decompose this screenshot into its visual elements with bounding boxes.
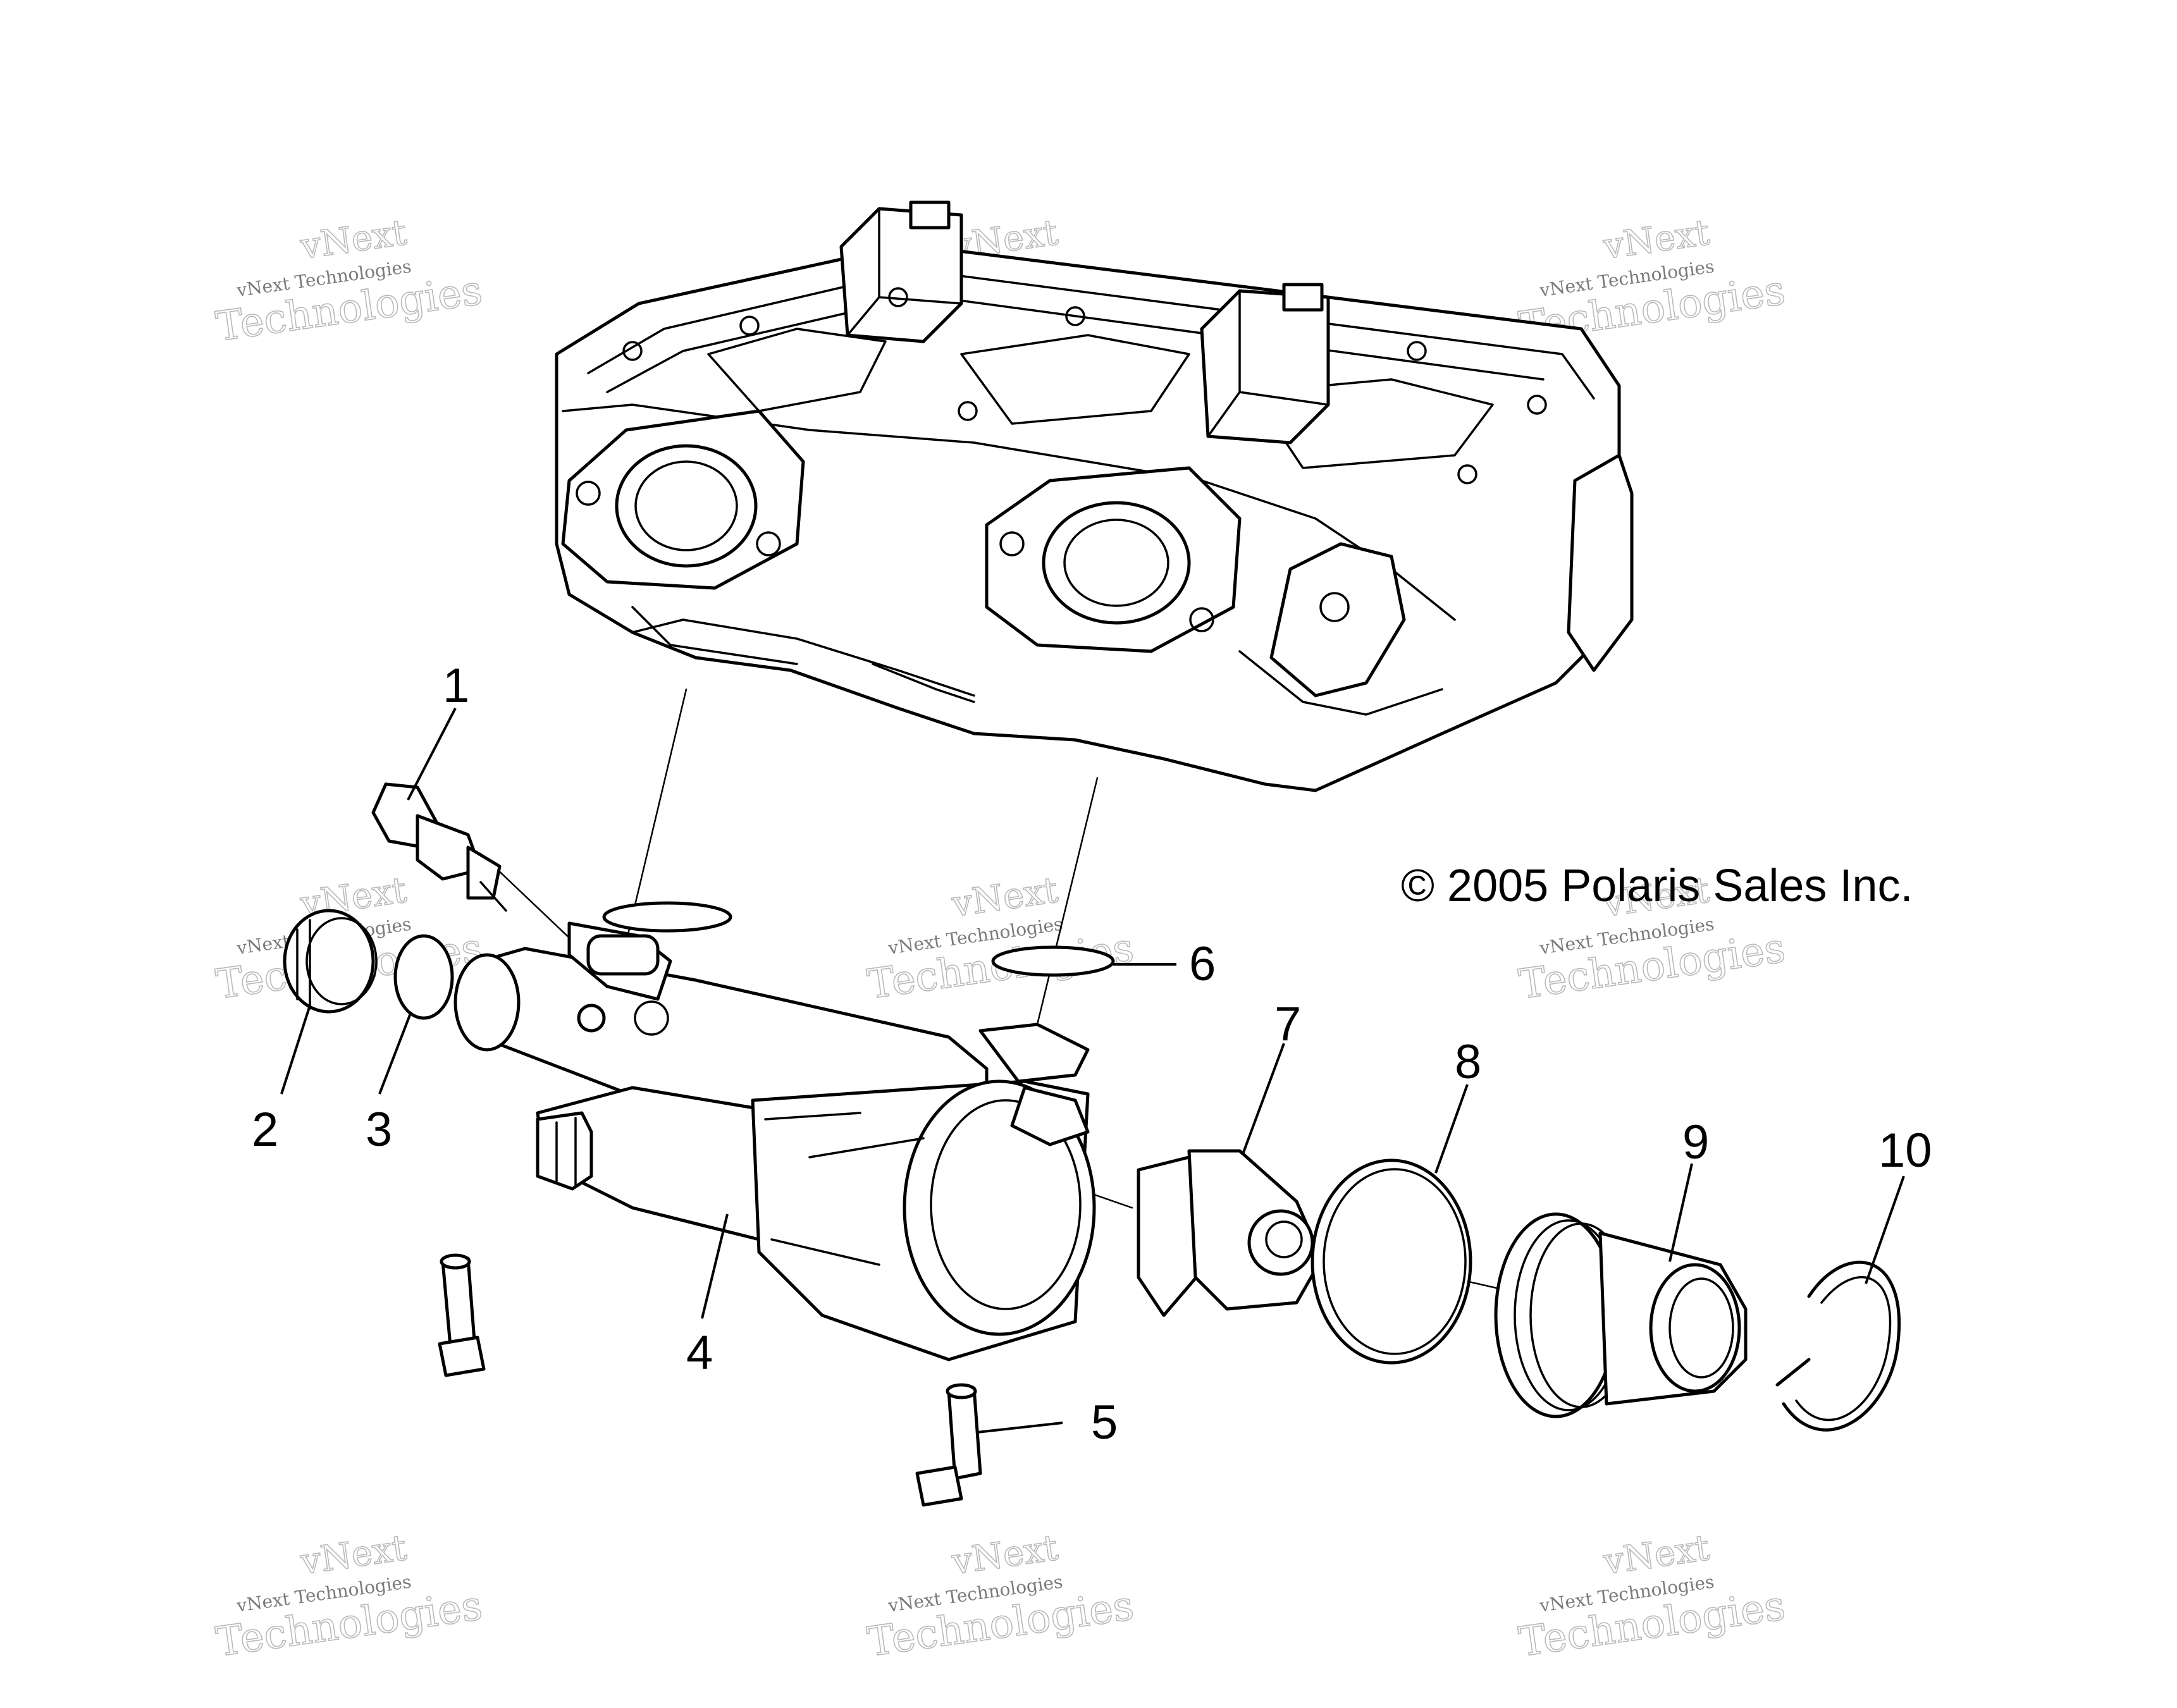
leader-10 (1865, 1176, 1905, 1284)
callout-9: 9 (1682, 1115, 1709, 1169)
part-1-temperature-sensor (371, 782, 507, 912)
callout-5: 5 (1091, 1396, 1118, 1449)
part-5-bolt-right (915, 1383, 982, 1507)
leader-9 (1668, 1163, 1693, 1262)
part-6-o-ring (991, 945, 1115, 977)
callout-2: 2 (252, 1103, 278, 1157)
rocker-block-right (1200, 283, 1330, 445)
copyright-text: © 2005 Polaris Sales Inc. (1401, 861, 1913, 911)
watermark: vNext vNext Technologies Technologies (864, 869, 1137, 1009)
callout-leaders (280, 708, 1905, 1434)
callout-7: 7 (1274, 997, 1301, 1051)
callout-labels: 1 2 3 4 5 6 7 8 9 10 (252, 659, 1932, 1449)
cylinder-head-base (631, 606, 1443, 716)
leader-1 (407, 708, 457, 801)
callout-1: 1 (443, 659, 469, 713)
part-5-bolt-left (438, 1253, 486, 1377)
watermark: vNext vNext Technologies Technologies (213, 211, 485, 351)
leader-2 (280, 1005, 311, 1095)
intake-port-right (985, 466, 1242, 653)
watermark: vNext vNext Technologies Technologies (864, 1527, 1137, 1666)
callout-8: 8 (1455, 1035, 1481, 1089)
part-10-clip-inner (1795, 1276, 1892, 1422)
part-8-o-ring-inner (1323, 1168, 1467, 1355)
cylinder-head-side-mount (1567, 453, 1634, 672)
callout-6: 6 (1189, 937, 1216, 991)
cylinder-head-bolts (622, 287, 1547, 484)
guide-line (1036, 777, 1099, 1026)
cylinder-head-chamber (707, 328, 1494, 469)
part-3-gasket (393, 934, 454, 1020)
rocker-block-left (839, 200, 963, 343)
callout-3: 3 (366, 1103, 392, 1157)
part-8-o-ring (1311, 1158, 1472, 1365)
callout-4: 4 (686, 1326, 713, 1380)
part-4-thermostat-housing (453, 921, 1096, 1361)
watermark: vNext vNext Technologies Technologies (1515, 1527, 1788, 1666)
guide-line (625, 688, 688, 943)
leader-7 (1242, 1043, 1285, 1155)
intake-port-left (561, 409, 805, 590)
part-9-outlet-fitting (1494, 1212, 1748, 1418)
part-2-plug (283, 909, 378, 1014)
leader-8 (1434, 1084, 1469, 1174)
part-10-retaining-clip (1775, 1260, 1901, 1432)
callout-10: 10 (1878, 1124, 1932, 1177)
leader-5 (977, 1422, 1063, 1434)
part-7-thermostat (1137, 1149, 1324, 1317)
cylinder-head (555, 200, 1634, 792)
leader-3 (378, 1011, 412, 1095)
leader-4 (701, 1213, 729, 1319)
watermark: vNext vNext Technologies Technologies (213, 1527, 485, 1666)
o-ring-upper (602, 901, 732, 933)
